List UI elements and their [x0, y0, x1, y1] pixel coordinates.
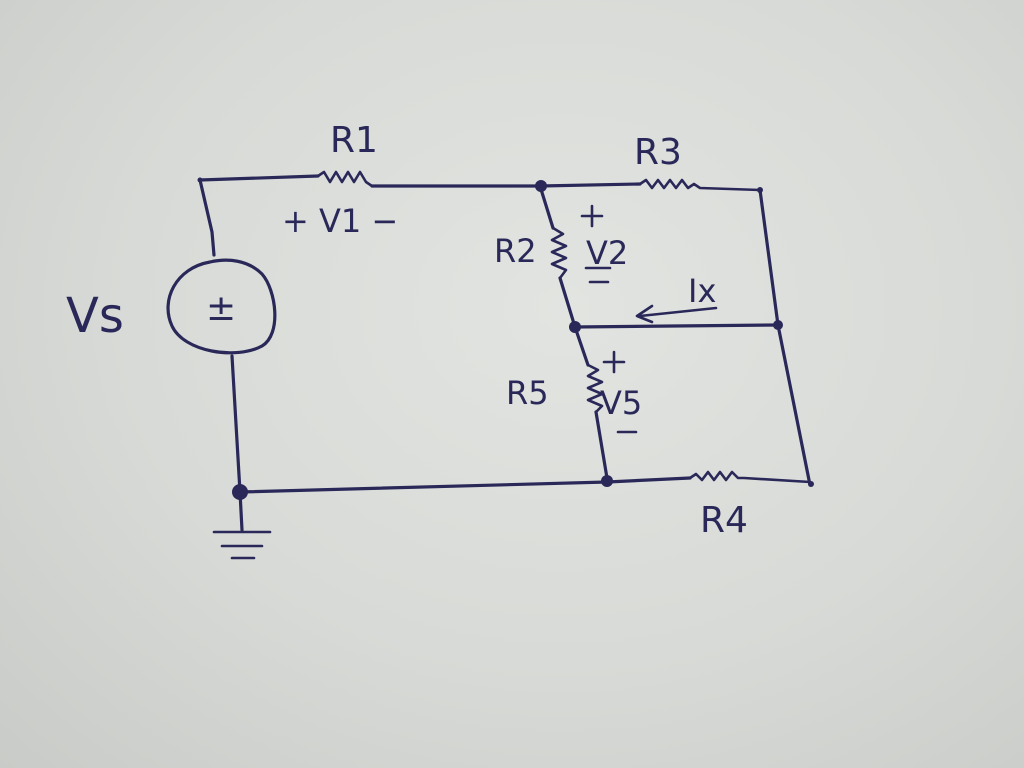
wire-right-upper	[758, 188, 780, 327]
node-b	[569, 321, 581, 333]
wire-bottom-right	[605, 476, 692, 484]
wire-r5-top	[573, 325, 590, 367]
v2-polarity-plus-icon	[580, 204, 604, 228]
wire-r5-bottom	[594, 410, 609, 480]
node-a	[535, 180, 547, 192]
label-r4: R4	[700, 500, 748, 541]
voltage-source-symbol: ±	[206, 288, 236, 329]
node-bottom-right	[808, 481, 814, 487]
resistor-r5	[586, 363, 604, 414]
wire-right-lower	[776, 323, 812, 487]
resistor-r1	[316, 170, 374, 188]
label-v1: + V1 −	[282, 202, 398, 240]
node-right-mid	[773, 320, 783, 330]
node-top-right	[757, 187, 763, 193]
wire-middle-branch	[573, 323, 780, 329]
label-r5: R5	[506, 374, 549, 412]
label-v2: V2	[586, 234, 628, 272]
label-ix: Ix	[688, 272, 716, 310]
voltage-source-circle	[166, 258, 277, 355]
label-r1: R1	[330, 120, 378, 161]
node-top-left	[197, 177, 203, 183]
wire-bottom	[238, 480, 609, 494]
label-vs: Vs	[66, 288, 124, 344]
v5-polarity-plus-icon	[602, 350, 626, 374]
label-v5: V5	[600, 384, 642, 422]
node-ground	[232, 484, 248, 500]
resistor-r2	[550, 226, 568, 280]
wire-top-right	[538, 182, 642, 188]
current-arrow-icon	[635, 304, 718, 324]
resistor-r4	[688, 470, 812, 484]
wire-r2-top	[538, 184, 555, 230]
label-r2: R2	[494, 232, 537, 270]
label-r3: R3	[634, 132, 682, 173]
resistor-r3	[638, 178, 762, 192]
ground-icon	[212, 530, 272, 560]
wire-r2-bottom	[558, 276, 577, 329]
node-c	[601, 475, 613, 487]
wire-left-bottom	[230, 354, 242, 494]
wire-left-top	[198, 174, 320, 257]
